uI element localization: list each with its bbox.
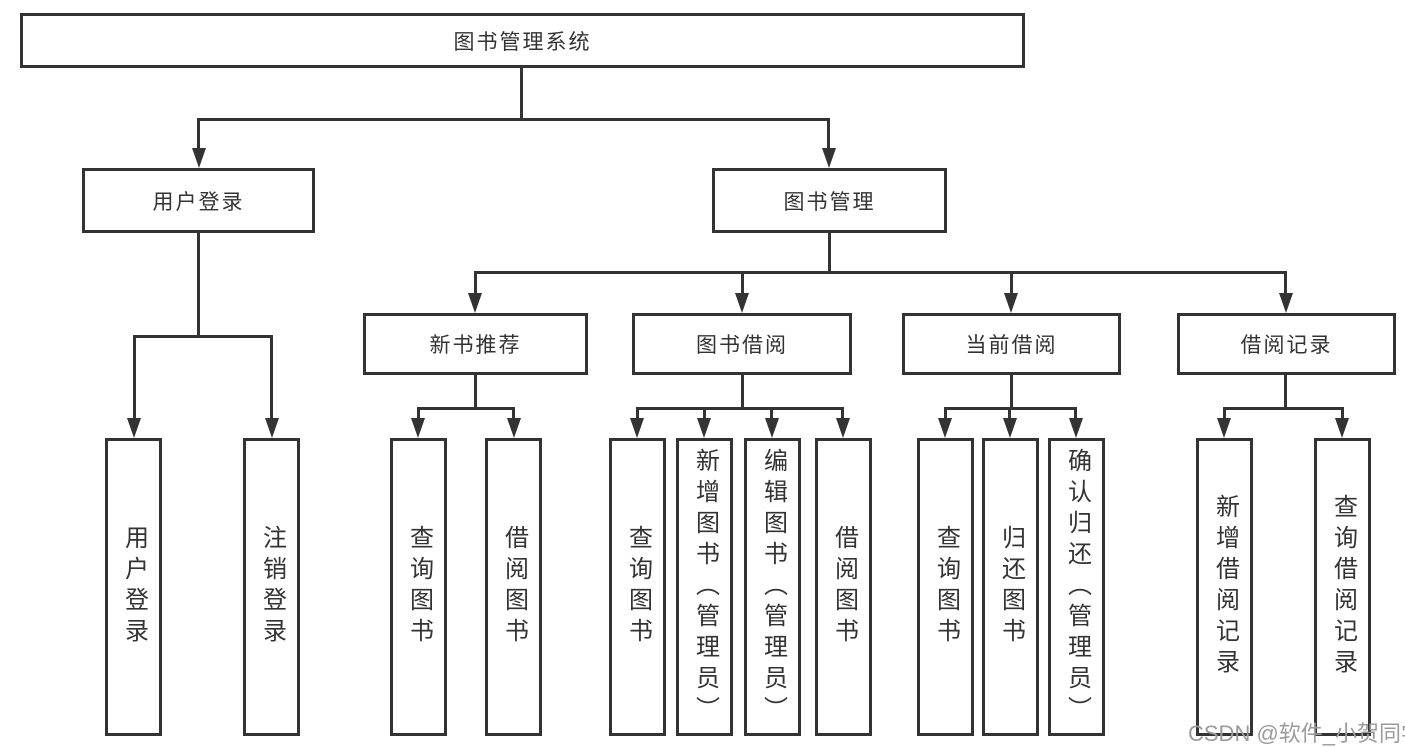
arrow-down-icon <box>836 418 850 438</box>
arrow-down-icon <box>1217 418 1231 438</box>
leaf-query-books: 查询图书 <box>390 438 447 736</box>
arrow-down-icon <box>127 418 141 438</box>
connector-line <box>417 407 420 418</box>
leaf-query-books: 查询图书 <box>609 438 666 736</box>
connector-line <box>474 271 477 293</box>
leaf-label: 查询图书 <box>405 525 433 649</box>
arrow-down-icon <box>765 418 779 438</box>
connector-line <box>1074 407 1077 418</box>
leaf-label: 查询图书 <box>932 525 960 649</box>
connector-line <box>1341 407 1344 418</box>
node-new-book-recommend: 新书推荐 <box>363 313 588 375</box>
leaf-label: 新增借阅记录 <box>1211 494 1239 680</box>
leaf-label: 借阅图书 <box>830 525 858 649</box>
node-borrowing-records: 借阅记录 <box>1177 313 1396 375</box>
leaf-label: 确认归还（管理员） <box>1063 447 1091 727</box>
watermark-text: CSDN @软件_小贺同学 <box>1188 721 1405 746</box>
arrow-down-icon <box>1279 293 1293 313</box>
node-label: 图书管理 <box>783 190 876 214</box>
node-label: 借阅记录 <box>1240 334 1333 357</box>
connector-line <box>270 335 273 418</box>
arrow-down-icon <box>697 418 711 438</box>
leaf-add-borrow-record: 新增借阅记录 <box>1196 438 1253 736</box>
arrow-down-icon <box>1069 418 1083 438</box>
leaf-edit-books-admin: 编辑图书（管理员） <box>744 438 801 736</box>
node-label: 图书借阅 <box>696 334 788 357</box>
connector-line <box>1223 407 1226 418</box>
connector-line <box>474 375 477 407</box>
connector-line <box>636 407 639 418</box>
arrow-down-icon <box>938 418 952 438</box>
connector-line <box>133 335 136 418</box>
leaf-label: 借阅图书 <box>500 525 528 649</box>
node-library-system: 图书管理系统 <box>20 13 1025 68</box>
leaf-label: 归还图书 <box>997 525 1025 649</box>
arrow-down-icon <box>411 418 425 438</box>
connector-line <box>827 118 830 150</box>
connector-line <box>770 407 773 418</box>
connector-line <box>520 68 523 118</box>
arrow-down-icon <box>507 418 521 438</box>
leaf-return-books: 归还图书 <box>982 438 1039 736</box>
leaf-logout: 注销登录 <box>243 438 300 736</box>
connector-line <box>133 335 273 338</box>
leaf-label: 新增图书（管理员） <box>691 447 719 727</box>
leaf-label: 注销登录 <box>258 525 286 649</box>
node-label: 新书推荐 <box>429 334 522 357</box>
leaf-label: 查询图书 <box>624 525 652 649</box>
leaf-borrow-books: 借阅图书 <box>815 438 872 736</box>
leaf-label: 查询借阅记录 <box>1329 494 1357 680</box>
connector-line <box>1010 375 1013 407</box>
node-user-login: 用户登录 <box>82 168 315 233</box>
connector-line <box>741 375 744 407</box>
connector-line <box>828 233 831 271</box>
connector-line <box>1284 375 1287 407</box>
connector-line <box>512 407 515 418</box>
connector-line <box>197 118 200 150</box>
arrow-down-icon <box>265 418 279 438</box>
connector-line <box>1284 271 1287 293</box>
node-current-borrowing: 当前借阅 <box>902 313 1121 375</box>
node-book-borrowing: 图书借阅 <box>632 313 852 375</box>
leaf-query-books: 查询图书 <box>917 438 974 736</box>
node-label: 图书管理系统 <box>453 30 592 54</box>
connector-line <box>636 407 844 410</box>
leaf-add-books-admin: 新增图书（管理员） <box>676 438 733 736</box>
arrow-down-icon <box>735 293 749 313</box>
node-label: 当前借阅 <box>965 334 1058 357</box>
connector-line <box>1008 407 1011 418</box>
connector-line <box>703 407 706 418</box>
connector-line <box>944 407 947 418</box>
leaf-user-login: 用户登录 <box>105 438 162 736</box>
arrow-down-icon <box>1003 418 1017 438</box>
leaf-label: 编辑图书（管理员） <box>759 447 787 727</box>
arrow-down-icon <box>468 293 482 313</box>
connector-line <box>1010 271 1013 293</box>
arrow-down-icon <box>192 148 206 168</box>
leaf-query-borrow-record: 查询借阅记录 <box>1314 438 1371 736</box>
connector-line <box>475 271 1286 274</box>
leaf-borrow-books: 借阅图书 <box>485 438 542 736</box>
arrow-down-icon <box>1335 418 1349 438</box>
node-label: 用户登录 <box>152 190 245 214</box>
connector-line <box>417 407 515 410</box>
connector-line <box>197 118 830 121</box>
arrow-down-icon <box>630 418 644 438</box>
leaf-label: 用户登录 <box>120 525 148 649</box>
node-book-management: 图书管理 <box>712 168 947 233</box>
connector-line <box>197 233 200 335</box>
arrow-down-icon <box>1004 293 1018 313</box>
leaf-confirm-return-admin: 确认归还（管理员） <box>1048 438 1105 736</box>
connector-line <box>841 407 844 418</box>
connector-line <box>1223 407 1343 410</box>
arrow-down-icon <box>822 148 836 168</box>
connector-line <box>741 271 744 293</box>
